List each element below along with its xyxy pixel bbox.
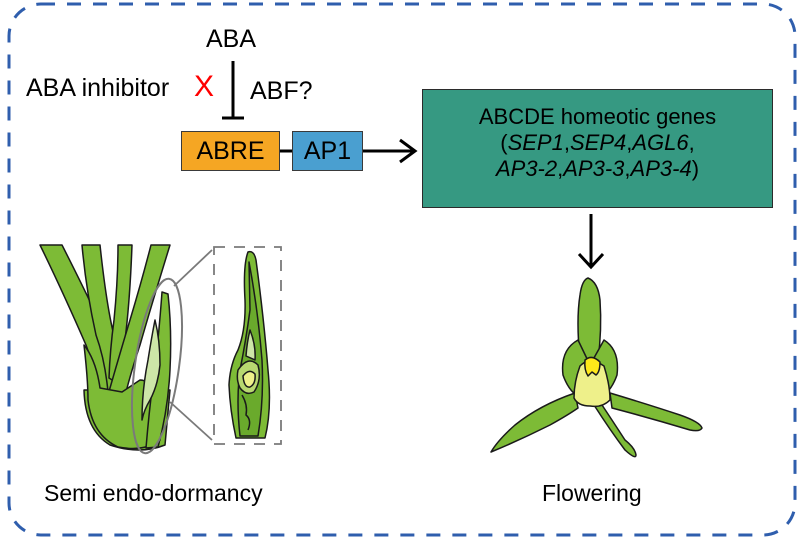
homeotic-genes-box: ABCDE homeotic genes (SEP1,SEP4,AGL6, AP… <box>422 89 773 208</box>
genes-line-2: AP3-2,AP3-3,AP3-4) <box>495 156 700 181</box>
abf-label: ABF? <box>250 77 313 105</box>
gene-ap3-2: AP3-2 <box>495 156 558 181</box>
semi-endo-dormancy-caption: Semi endo-dormancy <box>44 480 263 506</box>
aba-inhibitor-label: ABA inhibitor <box>26 74 170 102</box>
ap1-label: AP1 <box>303 136 352 165</box>
arrowhead-down-icon <box>577 252 605 270</box>
gene-sep4: SEP4 <box>569 130 627 155</box>
gene-ap3-3: AP3-3 <box>563 156 625 181</box>
ap1-element-box: AP1 <box>292 131 363 171</box>
gene-ap3-4: AP3-4 <box>630 156 692 181</box>
abre-label: ABRE <box>196 136 265 165</box>
arrowhead-right-icon <box>399 138 418 164</box>
flowering-caption: Flowering <box>542 480 642 506</box>
genes-line-1: (SEP1,SEP4,AGL6, <box>500 130 695 155</box>
aba-label: ABA <box>206 25 257 53</box>
abre-element-box: ABRE <box>181 131 280 171</box>
gene-sep1: SEP1 <box>507 130 564 155</box>
gene-agl6: AGL6 <box>632 130 689 155</box>
genes-title: ABCDE homeotic genes <box>478 104 717 129</box>
inhibition-x-icon: X <box>194 70 215 103</box>
